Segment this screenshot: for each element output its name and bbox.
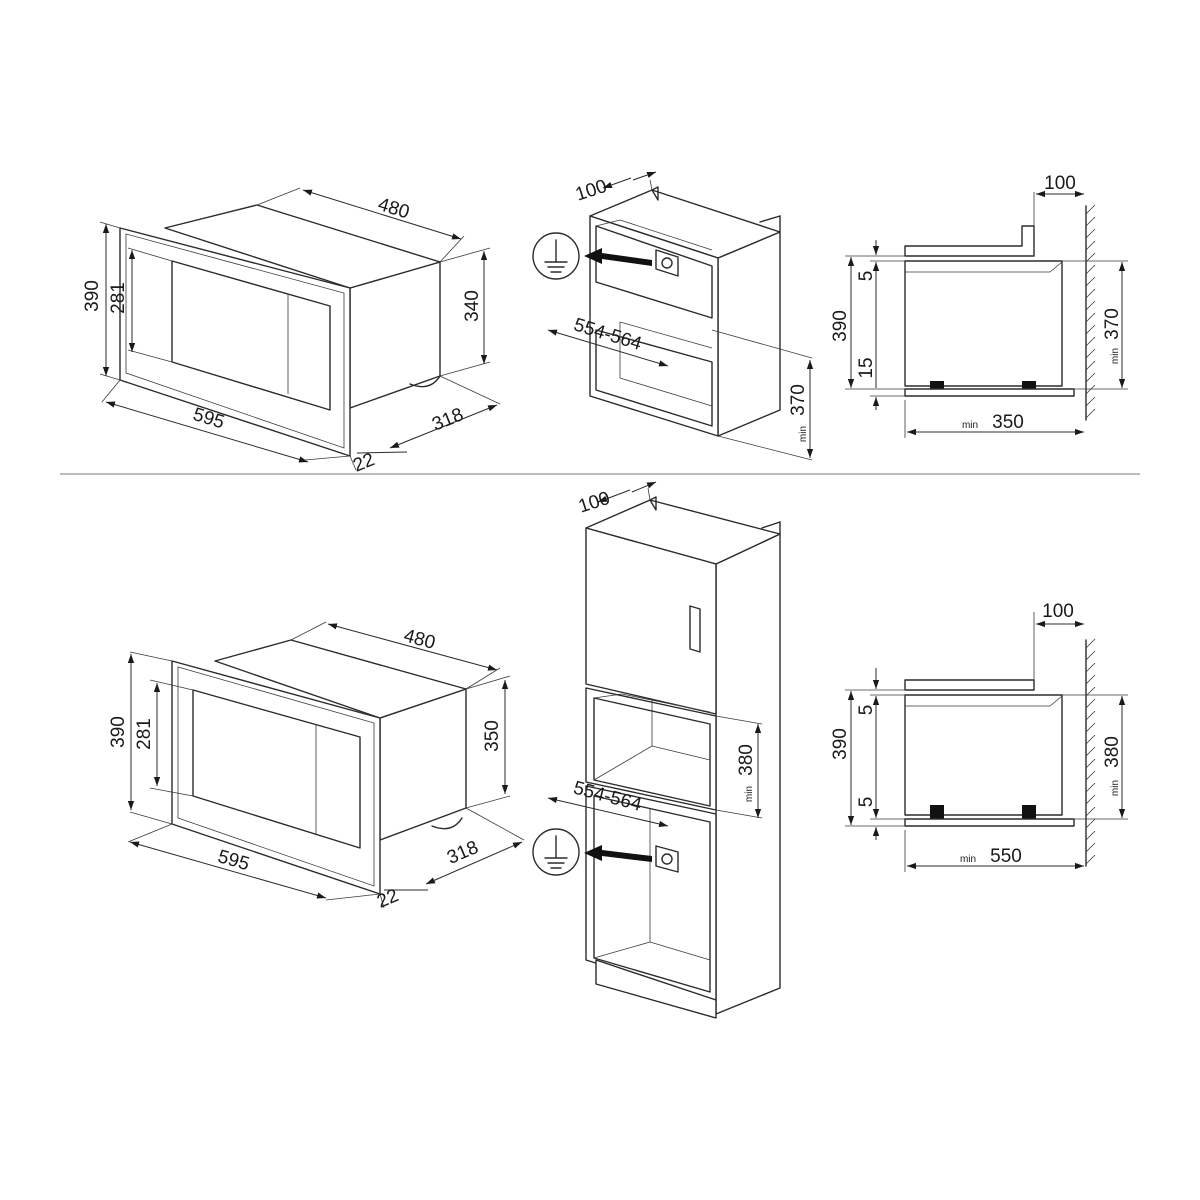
dim-side-opening: 370 [1102, 308, 1123, 340]
top-side-view [845, 190, 1128, 438]
dim-top-margin: 5 [856, 271, 877, 282]
top-cabinet [547, 171, 814, 461]
top-microwave [99, 187, 501, 471]
dim-front-width: 595 [215, 846, 251, 875]
dim-window-height: 281 [108, 282, 129, 314]
dim-width: 480 [375, 194, 411, 223]
dim-min-label: min [744, 786, 755, 802]
bottom-microwave [127, 621, 525, 909]
dim-depth: 318 [429, 404, 466, 435]
dim-top-gap: 100 [1044, 173, 1076, 194]
dim-min-depth: 350 [992, 412, 1024, 433]
dim-side-height: 390 [830, 310, 851, 342]
socket-icon [655, 249, 679, 277]
arrow-icon [584, 845, 652, 862]
bottom-cabinet [547, 481, 781, 1019]
dim-top-gap: 100 [1042, 601, 1074, 622]
dim-depth: 318 [444, 837, 481, 869]
dim-depth-min: min [962, 420, 978, 431]
dim-back-gap: 100 [573, 176, 610, 206]
dim-height: 390 [108, 716, 129, 748]
dim-bottom-margin: 5 [856, 797, 877, 808]
dim-min-depth: 550 [990, 846, 1022, 867]
bottom-side-labels: 100 390 5 5 380 min min 550 [830, 601, 1123, 867]
dim-depth-min: min [960, 854, 976, 865]
dim-body-height: 350 [482, 720, 503, 752]
dim-side-min: min [1110, 780, 1121, 796]
top-cabinet-ground [532, 232, 652, 280]
dim-min-label: min [798, 426, 809, 442]
dim-body-height: 340 [462, 290, 483, 322]
bottom-cabinet-ground [532, 828, 652, 876]
dim-bottom-margin: 15 [856, 357, 877, 378]
dim-width: 480 [401, 625, 437, 653]
arrow-icon [584, 248, 652, 266]
dim-side-height: 390 [830, 728, 851, 760]
dim-side-min: min [1110, 348, 1121, 364]
dim-opening-height: 370 [788, 384, 809, 416]
dim-side-opening: 380 [1102, 736, 1123, 768]
dim-window-height: 281 [134, 718, 155, 750]
dim-frame: 22 [350, 449, 377, 476]
bottom-side-view [845, 612, 1128, 872]
top-side-labels: 100 390 5 15 370 min min 350 [830, 173, 1123, 433]
socket-icon [655, 845, 679, 873]
dim-opening-height: 380 [736, 744, 757, 776]
dim-back-gap: 100 [576, 488, 613, 518]
dim-height: 390 [82, 280, 103, 312]
dim-top-margin: 5 [856, 705, 877, 716]
